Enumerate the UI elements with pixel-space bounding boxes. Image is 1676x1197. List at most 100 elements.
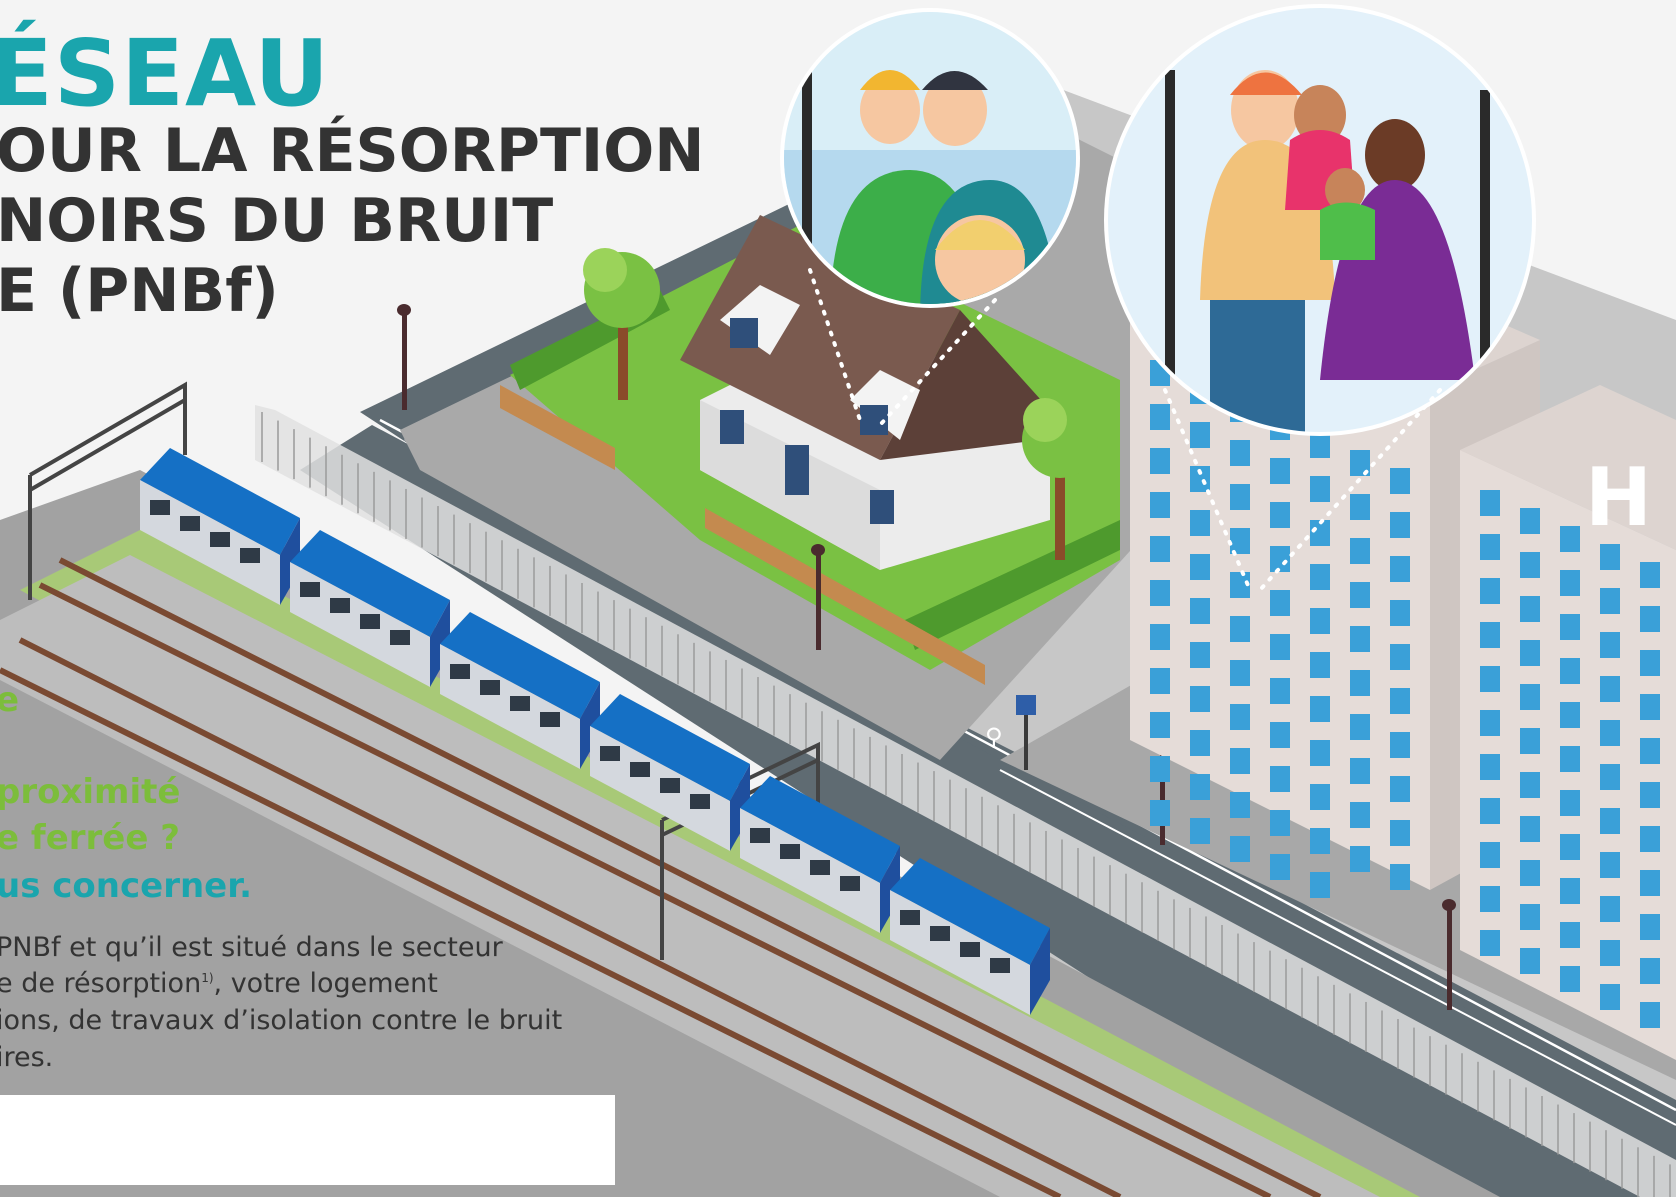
bicycle-lane-sign — [1016, 695, 1036, 770]
street-lamp — [397, 304, 411, 410]
window — [1190, 510, 1210, 536]
window — [1560, 922, 1580, 948]
window — [1230, 704, 1250, 730]
window — [1560, 702, 1580, 728]
train-window — [600, 746, 620, 761]
window — [1150, 404, 1170, 430]
window — [1230, 660, 1250, 686]
subtitle-line-1: OUR LA RÉSORPTION — [0, 116, 705, 186]
window — [1600, 676, 1620, 702]
window — [1390, 600, 1410, 626]
tree — [1022, 398, 1098, 560]
window — [1350, 802, 1370, 828]
window — [1270, 546, 1290, 572]
train-window — [390, 630, 410, 645]
window — [1270, 854, 1290, 880]
window — [1350, 450, 1370, 476]
window — [1390, 556, 1410, 582]
window — [1190, 642, 1210, 668]
question-line-3: us concerner. — [0, 866, 253, 906]
window — [1230, 836, 1250, 862]
window — [1600, 764, 1620, 790]
window — [1520, 508, 1540, 534]
window — [1310, 740, 1330, 766]
train-window — [660, 778, 680, 793]
tree — [583, 248, 660, 400]
footnote-marker: 1) — [201, 971, 214, 985]
window — [1600, 808, 1620, 834]
window — [1560, 658, 1580, 684]
window — [1150, 668, 1170, 694]
window — [1190, 774, 1210, 800]
window — [1520, 552, 1540, 578]
callout-dotted-line — [878, 298, 997, 427]
train-car — [290, 530, 450, 687]
window — [1310, 872, 1330, 898]
window — [1600, 632, 1620, 658]
train-window — [630, 762, 650, 777]
train-window — [690, 794, 710, 809]
building-windows — [1150, 360, 1660, 1028]
window — [1150, 712, 1170, 738]
train-window — [990, 958, 1010, 973]
page-title: ÉSEAU — [0, 20, 331, 127]
window-zoom-circle-house — [780, 8, 1080, 308]
hedge-right — [905, 520, 1120, 650]
window — [1190, 730, 1210, 756]
window — [1190, 466, 1210, 492]
train-window — [510, 696, 530, 711]
house — [680, 215, 1050, 570]
window — [1270, 722, 1290, 748]
train-window — [780, 844, 800, 859]
window — [1350, 494, 1370, 520]
window — [1640, 914, 1660, 940]
train-window — [330, 598, 350, 613]
train-car — [590, 694, 750, 851]
window — [1560, 746, 1580, 772]
rail — [58, 557, 1322, 1197]
question-fragment: e — [0, 680, 20, 720]
body-text-line-1: PNBf et qu’il est situé dans le secteur — [0, 932, 503, 963]
window — [1520, 596, 1540, 622]
window — [1150, 800, 1170, 826]
window — [1480, 754, 1500, 780]
window — [1230, 528, 1250, 554]
window — [1390, 644, 1410, 670]
window — [1190, 686, 1210, 712]
window — [1390, 512, 1410, 538]
window — [1600, 720, 1620, 746]
window — [1390, 776, 1410, 802]
train-window — [930, 926, 950, 941]
window — [1520, 904, 1540, 930]
window — [1640, 782, 1660, 808]
body-text-line-3: ions, de travaux d’isolation contre le b… — [0, 1005, 563, 1036]
rail — [0, 667, 1062, 1197]
window — [1560, 570, 1580, 596]
window — [1600, 544, 1620, 570]
window — [1230, 440, 1250, 466]
window — [1520, 640, 1540, 666]
window — [1350, 714, 1370, 740]
train-window — [480, 680, 500, 695]
window — [1350, 626, 1370, 652]
window — [1310, 520, 1330, 546]
window — [1640, 870, 1660, 896]
bicycle-icon: ⚲ — [985, 723, 1003, 751]
window — [1270, 590, 1290, 616]
train-window — [840, 876, 860, 891]
window — [1310, 696, 1330, 722]
window — [1270, 678, 1290, 704]
window — [1600, 852, 1620, 878]
window — [1270, 810, 1290, 836]
window — [1310, 476, 1330, 502]
body-text-line-2: e de résorption1), votre logement — [0, 968, 438, 999]
window — [1190, 422, 1210, 448]
window — [1560, 790, 1580, 816]
catenary-gantry — [28, 381, 187, 600]
window — [1390, 820, 1410, 846]
noise-barrier-posts — [261, 412, 1671, 1197]
window — [1150, 756, 1170, 782]
street-lamp — [811, 544, 825, 650]
window — [1520, 816, 1540, 842]
